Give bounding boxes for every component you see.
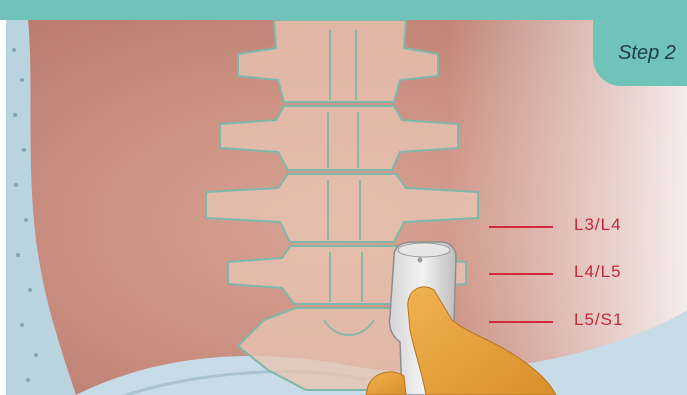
level-line-l3-l4: [489, 226, 553, 228]
level-label-l4-l5: L4/L5: [574, 262, 622, 282]
lumbar-spine-illustration: [6, 20, 687, 395]
step-tab: Step 2: [593, 20, 687, 86]
step-label: Step 2: [604, 42, 676, 65]
level-label-l5-s1: L5/S1: [574, 310, 623, 330]
level-line-l5-s1: [489, 321, 553, 323]
level-line-l4-l5: [489, 273, 553, 275]
level-label-l3-l4: L3/L4: [574, 215, 622, 235]
top-accent-bar: [0, 0, 687, 20]
